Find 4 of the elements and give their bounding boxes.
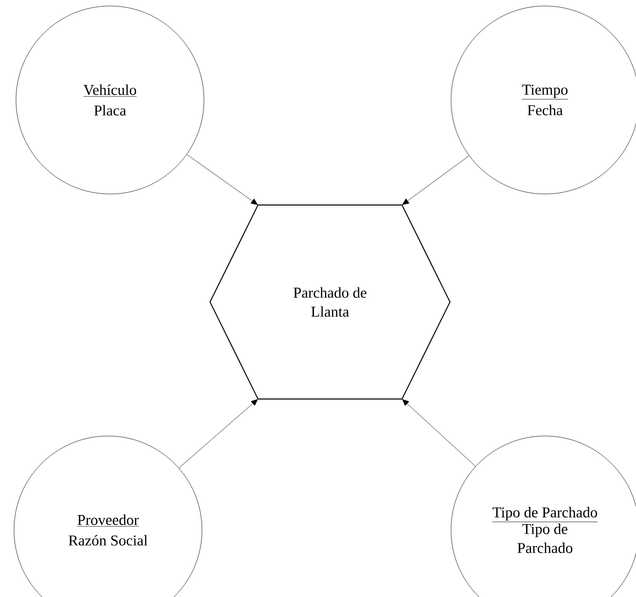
arrow xyxy=(186,154,258,205)
arrow xyxy=(178,399,258,468)
arrow xyxy=(402,156,470,205)
arrow xyxy=(402,399,476,467)
